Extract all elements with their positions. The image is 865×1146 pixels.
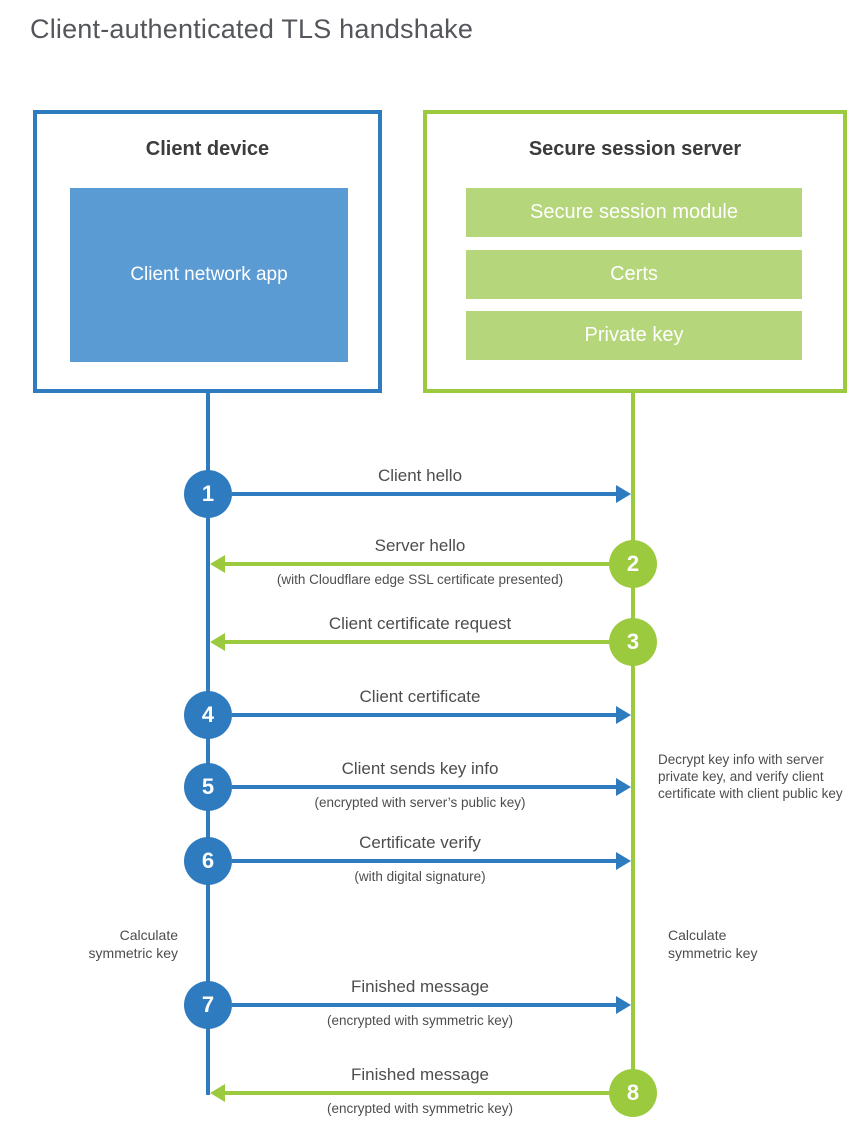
step-2-arrowhead-icon <box>210 555 225 573</box>
step-6-arrowhead-icon <box>616 852 631 870</box>
calculate-symmetric-key-note-server-line1: Calculate <box>668 927 727 943</box>
client-network-app-box: Client network app <box>70 188 348 362</box>
step-5: 5 Client sends key info (encrypted with … <box>0 759 865 823</box>
step-7-label: Finished message <box>351 977 489 996</box>
step-6-sublabel: (with digital signature) <box>354 869 486 884</box>
secure-session-server-box: Secure session server Secure session mod… <box>423 110 847 393</box>
step-8-label: Finished message <box>351 1065 489 1084</box>
calculate-symmetric-key-note-client-line1: Calculate <box>119 927 178 943</box>
step-1-arrow <box>232 492 617 496</box>
step-4-arrowhead-icon <box>616 706 631 724</box>
step-6-label: Certificate verify <box>359 833 481 852</box>
step-1-label: Client hello <box>377 466 463 485</box>
step-4-arrow <box>232 713 617 717</box>
step-2-label: Server hello <box>374 536 466 555</box>
step-7-sublabel: (encrypted with symmetric key) <box>326 1013 514 1028</box>
step-3-arrow <box>225 640 609 644</box>
step-3-label: Client certificate request <box>328 614 512 633</box>
step-3-number-badge: 3 <box>609 618 657 666</box>
step-2-number-badge: 2 <box>609 540 657 588</box>
step-3: 3 Client certificate request <box>0 614 865 678</box>
step-7: 7 Finished message (encrypted with symme… <box>0 977 865 1041</box>
step-2: 2 Server hello (with Cloudflare edge SSL… <box>0 536 865 600</box>
step-5-arrowhead-icon <box>616 778 631 796</box>
step-8-arrow <box>225 1091 609 1095</box>
client-device-box: Client device Client network app <box>33 110 382 393</box>
step-4-number-badge: 4 <box>184 691 232 739</box>
calculate-symmetric-key-note-server-line2: symmetric key <box>668 945 758 961</box>
step-7-arrow <box>232 1003 617 1007</box>
step-5-number-badge: 5 <box>184 763 232 811</box>
step-8-arrowhead-icon <box>210 1084 225 1102</box>
step-6-number-badge: 6 <box>184 837 232 885</box>
client-network-app-label: Client network app <box>130 264 288 285</box>
module-bar-private-key: Private key <box>466 311 802 360</box>
step-1: 1 Client hello <box>0 466 865 530</box>
calculate-symmetric-key-note-client-line2: symmetric key <box>88 945 178 961</box>
step-8-sublabel: (encrypted with symmetric key) <box>326 1101 514 1116</box>
page-title: Client-authenticated TLS handshake <box>30 14 474 44</box>
step-3-arrowhead-icon <box>210 633 225 651</box>
calculate-symmetric-key-note-client: Calculate symmetric key <box>48 926 178 962</box>
step-7-arrowhead-icon <box>616 996 631 1014</box>
step-1-arrowhead-icon <box>616 485 631 503</box>
step-5-label: Client sends key info <box>341 759 499 778</box>
step-6-arrow <box>232 859 617 863</box>
step-6: 6 Certificate verify (with digital signa… <box>0 833 865 897</box>
step-2-sublabel: (with Cloudflare edge SSL certificate pr… <box>276 572 564 587</box>
module-bar-secure-session-module: Secure session module <box>466 188 802 237</box>
step-5-sublabel: (encrypted with server’s public key) <box>314 795 526 810</box>
step-2-arrow <box>225 562 609 566</box>
module-bar-certs: Certs <box>466 250 802 299</box>
client-device-title: Client device <box>145 138 270 160</box>
step-8: 8 Finished message (encrypted with symme… <box>0 1065 865 1129</box>
secure-session-server-title: Secure session server <box>528 138 742 160</box>
step-4-label: Client certificate <box>359 687 481 706</box>
decrypt-key-note: Decrypt key info with server private key… <box>658 752 843 801</box>
step-7-number-badge: 7 <box>184 981 232 1029</box>
step-1-number-badge: 1 <box>184 470 232 518</box>
client-lifeline <box>206 393 210 1095</box>
calculate-symmetric-key-note-server: Calculate symmetric key <box>668 926 798 962</box>
step-4: 4 Client certificate <box>0 687 865 751</box>
server-lifeline <box>631 393 635 1093</box>
step-5-arrow <box>232 785 617 789</box>
step-8-number-badge: 8 <box>609 1069 657 1117</box>
